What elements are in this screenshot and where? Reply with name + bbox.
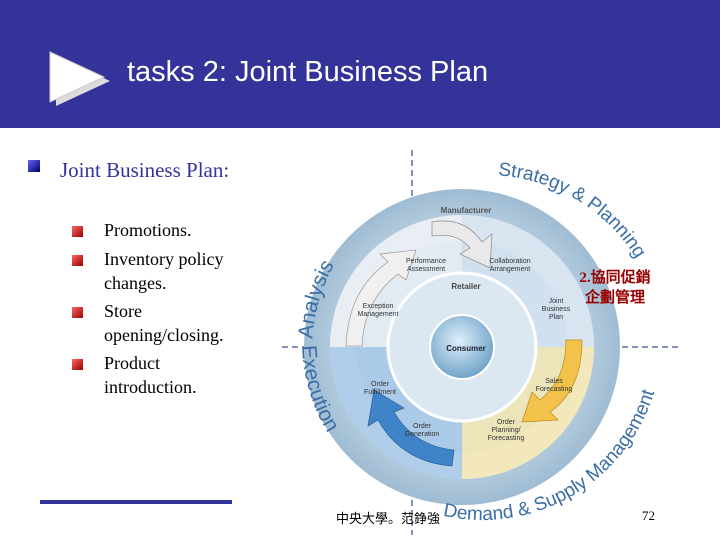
manufacturer-label: Manufacturer (441, 206, 492, 215)
sub-bullet-promotions: Promotions. (104, 220, 192, 240)
annotation-line-1: 2.協同促銷 (579, 270, 651, 286)
retailer-label: Retailer (451, 282, 480, 291)
footer-text: 中央大學。范錚強 (336, 511, 441, 526)
bullet-icon (28, 160, 40, 172)
sub-bullet-icon (72, 226, 83, 237)
stage-fulfillment-2: Fulfillment (364, 389, 396, 396)
stage-jbp-1: Joint (549, 298, 564, 305)
stage-exception-1: Exception (363, 303, 394, 310)
stage-planning-1: Order (497, 419, 516, 426)
stage-collaboration-1: Collaboration (489, 258, 530, 265)
stage-sales-1: Sales (545, 378, 563, 385)
slide-title: tasks 2: Joint Business Plan (127, 56, 489, 88)
cycle-arrow-top (431, 220, 493, 269)
stage-jbp-3: Plan (549, 314, 563, 321)
sub-bullet-icon (72, 255, 83, 266)
annotation-line-2: 企劃管理 (584, 290, 645, 306)
stage-fulfillment-1: Order (371, 381, 390, 388)
stage-generation-2: Generation (405, 431, 440, 438)
title-bar (0, 0, 720, 128)
stage-exception-2: Management (358, 311, 399, 318)
sub-bullet-icon (72, 359, 83, 370)
stage-planning-3: Forecasting (488, 435, 525, 442)
stage-sales-2: Forecasting (536, 386, 573, 393)
sub-bullet-store: Store opening/closing. (104, 301, 224, 345)
stage-performance-1: Performance (406, 258, 446, 265)
sub-bullet-icon (72, 307, 83, 318)
consumer-core (429, 314, 495, 380)
sub-bullet-inventory: Inventory policy changes. (104, 249, 224, 293)
stage-collaboration-2: Arrangement (490, 266, 531, 273)
stage-jbp-2: Business (542, 306, 571, 313)
page-number: 72 (642, 508, 655, 523)
bottom-divider (40, 500, 232, 504)
consumer-label: Consumer (446, 344, 486, 353)
stage-performance-2: Assessment (407, 266, 445, 273)
cycle-arrow-bottom (367, 389, 455, 467)
cycle-arrow-left (345, 249, 417, 347)
stage-generation-1: Order (413, 423, 432, 430)
sub-bullet-product: Product introduction. (104, 353, 197, 397)
main-bullet-text: Joint Business Plan: (60, 158, 230, 182)
play-arrow-icon (49, 51, 110, 106)
stage-planning-2: Planning/ (491, 427, 520, 434)
chinese-annotation: 2.協同促銷 企劃管理 (560, 268, 670, 308)
cycle-arrow-right (521, 339, 583, 423)
cpfr-cycle-diagram: Manufacturer Retailer Consumer Performan… (282, 150, 682, 535)
